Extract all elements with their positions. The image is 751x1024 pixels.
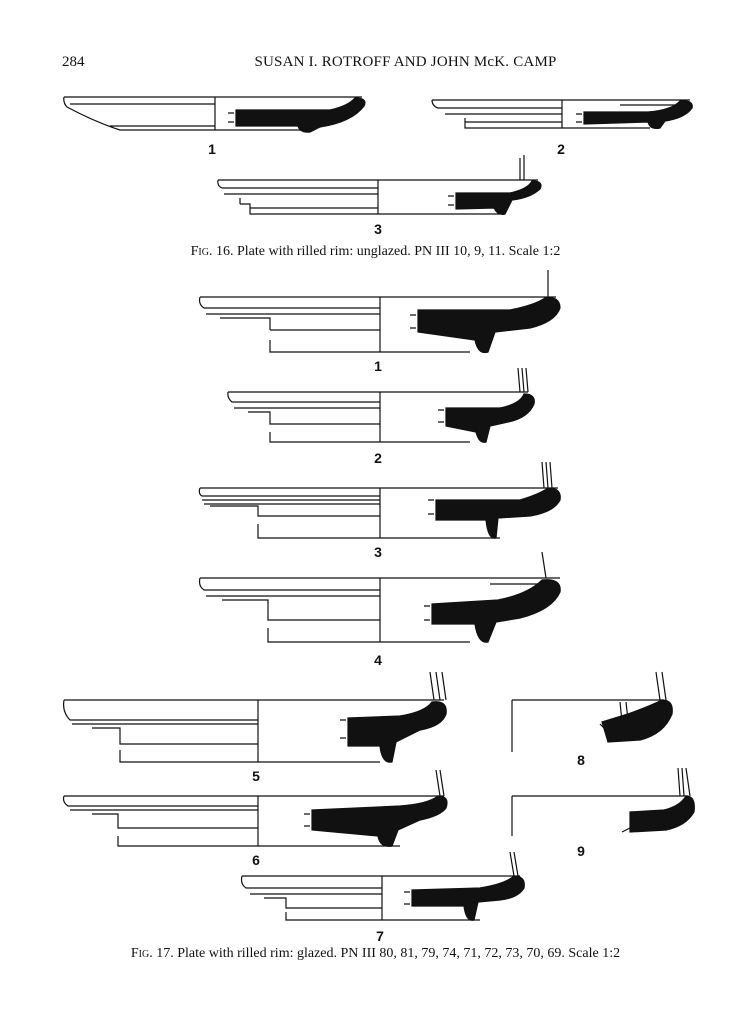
- running-head: SUSAN I. ROTROFF AND JOHN McK. CAMP: [254, 54, 557, 70]
- fig17-caption: Fig. 17. Plate with rilled rim: glazed. …: [130, 946, 621, 961]
- fig17-profile-5: [63, 671, 447, 763]
- fig17-profile-7: [240, 851, 525, 921]
- fig16-profile-2: [431, 99, 693, 129]
- fig17-label-5: 5: [252, 768, 260, 784]
- fig17-label-9: 9: [577, 843, 585, 859]
- fig16-profile-1: [63, 96, 366, 133]
- fig17-profile-2: [227, 367, 535, 443]
- fig17-profile-4: [198, 551, 561, 643]
- fig17-profile-9: [511, 767, 695, 836]
- fig16-caption: Fig. 16. Plate with rilled rim: unglazed…: [190, 244, 561, 259]
- fig17-label-6: 6: [252, 852, 260, 868]
- fig16-profile-3: [217, 155, 542, 215]
- fig16-label-1: 1: [208, 141, 216, 157]
- fig17-profile-6: [62, 769, 448, 847]
- fig16-label-2: 2: [557, 141, 565, 157]
- fig17-label-1: 1: [374, 358, 382, 374]
- fig17-label-4: 4: [374, 652, 382, 668]
- fig17-label-3: 3: [374, 544, 382, 560]
- fig16-label-3: 3: [374, 221, 382, 237]
- fig17-profile-8: [511, 671, 673, 752]
- fig17-label-2: 2: [374, 450, 382, 466]
- fig17-profile-1: [198, 270, 561, 354]
- fig17-profile-3: [198, 461, 561, 539]
- page-number: 284: [62, 54, 85, 70]
- fig17-label-7: 7: [376, 928, 384, 944]
- fig17-label-8: 8: [577, 752, 585, 768]
